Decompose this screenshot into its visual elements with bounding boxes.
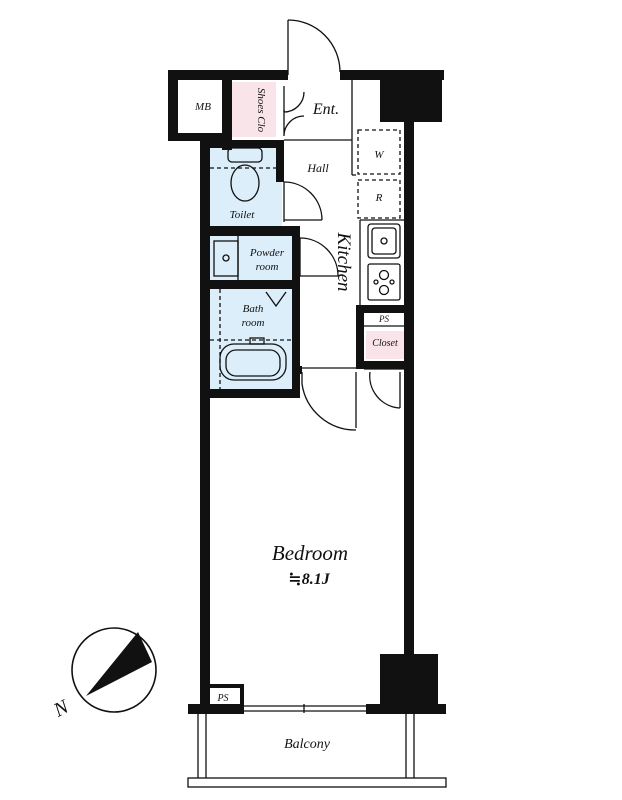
washer-space — [357, 129, 401, 175]
balcony-label: Balcony — [284, 737, 331, 752]
shoes-closet-area — [232, 82, 276, 137]
fixtures — [210, 129, 401, 389]
toilet-tank — [227, 147, 263, 163]
ps-upper-label: PS — [378, 314, 389, 324]
bedroom-size-label: ≒8.1J — [288, 571, 330, 588]
bath-room-label: Bath — [243, 303, 264, 315]
hall-label: Hall — [306, 161, 329, 175]
mb-label: MB — [194, 101, 211, 113]
washer-label: W — [374, 149, 384, 161]
toilet-bowl — [230, 164, 260, 202]
bath-room-label-2: room — [242, 317, 265, 329]
fridge-label: R — [375, 192, 383, 204]
doors — [265, 19, 401, 431]
compass: N — [49, 627, 157, 722]
toilet-label: Toilet — [230, 209, 256, 221]
walls — [168, 70, 446, 714]
shoes-closet-label: Shoes Clo — [255, 88, 267, 133]
compass-north-label: N — [49, 695, 73, 722]
bedroom-label: Bedroom — [272, 541, 348, 565]
ps-lower-label: PS — [216, 693, 228, 704]
kitchen-sink — [367, 223, 401, 259]
closet-area — [366, 331, 406, 359]
closet-label: Closet — [372, 338, 398, 349]
compass-needle — [86, 632, 152, 696]
entrance-label: Ent. — [312, 101, 339, 118]
powder-room-label: Powder — [249, 247, 285, 259]
kitchen-stove — [367, 263, 401, 301]
powder-room-label-2: room — [256, 261, 279, 273]
fridge-space — [357, 179, 401, 219]
toilet-area — [210, 148, 282, 228]
kitchen-label: Kitchen — [333, 231, 354, 291]
thin-lines — [187, 80, 447, 788]
powder-room-area — [210, 236, 292, 280]
